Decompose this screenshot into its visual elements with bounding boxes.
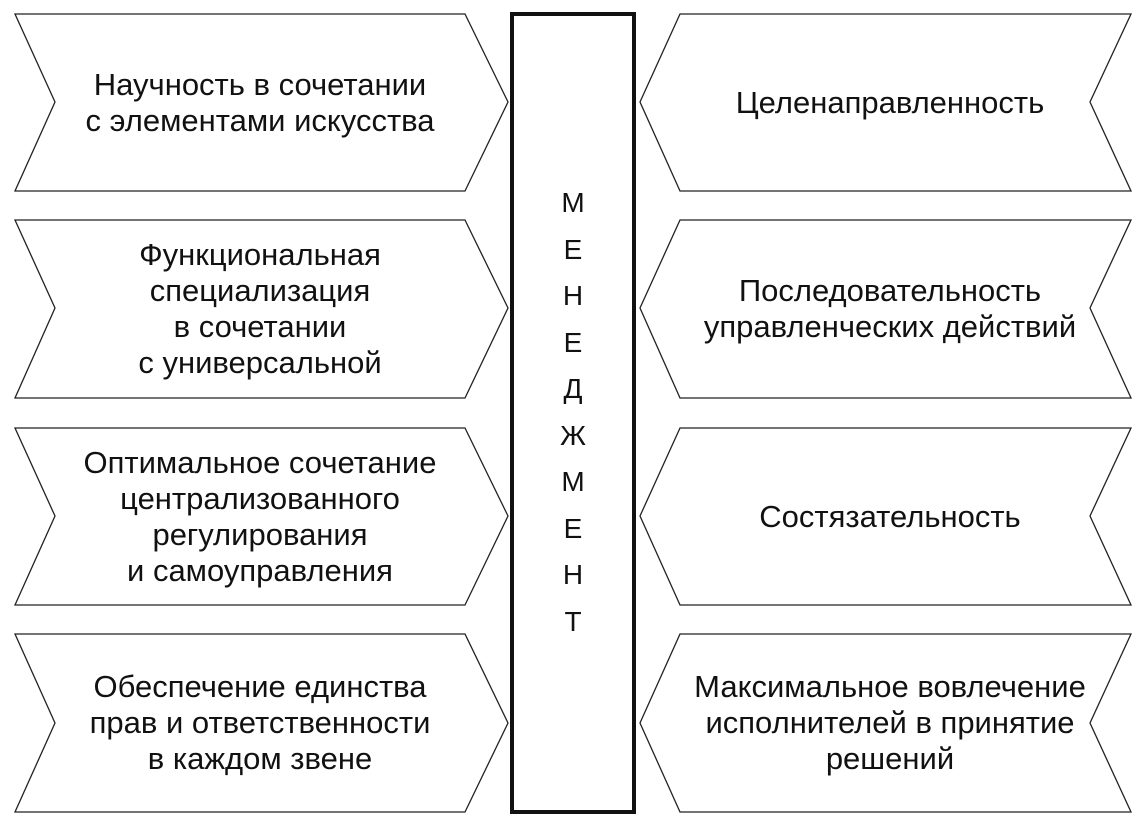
center-letter: Д [563,373,583,404]
center-letter: Н [562,280,584,311]
center-letter: Н [562,559,584,590]
right-chevron-3 [639,427,1133,606]
left-chevron-2 [13,219,509,399]
left-chevron-4 [13,633,509,813]
center-letter: М [561,187,585,218]
right-item-executor-involvement: Максимальное вовлечение исполнителей в п… [694,669,1086,776]
center-letter: Е [563,233,583,265]
left-item-centralization-balance: Оптимальное сочетание централизованного … [83,444,437,588]
left-item-functional-specialization: Функциональная специализация в сочетании… [138,237,382,380]
right-chevron-2 [639,219,1133,399]
center-letter: Т [564,605,582,637]
right-chevron-1 [639,13,1133,192]
right-item-purposefulness: Целенаправленность [735,84,1045,120]
left-chevron-3 [13,427,509,606]
center-letter: М [561,466,585,497]
left-chevron-1 [13,13,509,192]
left-item-rights-responsibility: Обеспечение единства прав и ответственно… [89,669,431,776]
left-item-scientific-approach: Научность в сочетании с элементами искус… [85,66,435,138]
right-item-competitiveness: Состязательность [759,498,1021,534]
center-vertical-label: М Е Н Е Д Ж М Е Н Т [510,180,636,645]
center-letter: Е [563,326,583,358]
center-bar [510,12,636,814]
right-item-sequence-of-actions: Последовательность управленческих действ… [703,273,1077,344]
center-letter: Е [563,512,583,544]
center-letter: Ж [560,419,586,451]
right-chevron-4 [639,633,1133,813]
